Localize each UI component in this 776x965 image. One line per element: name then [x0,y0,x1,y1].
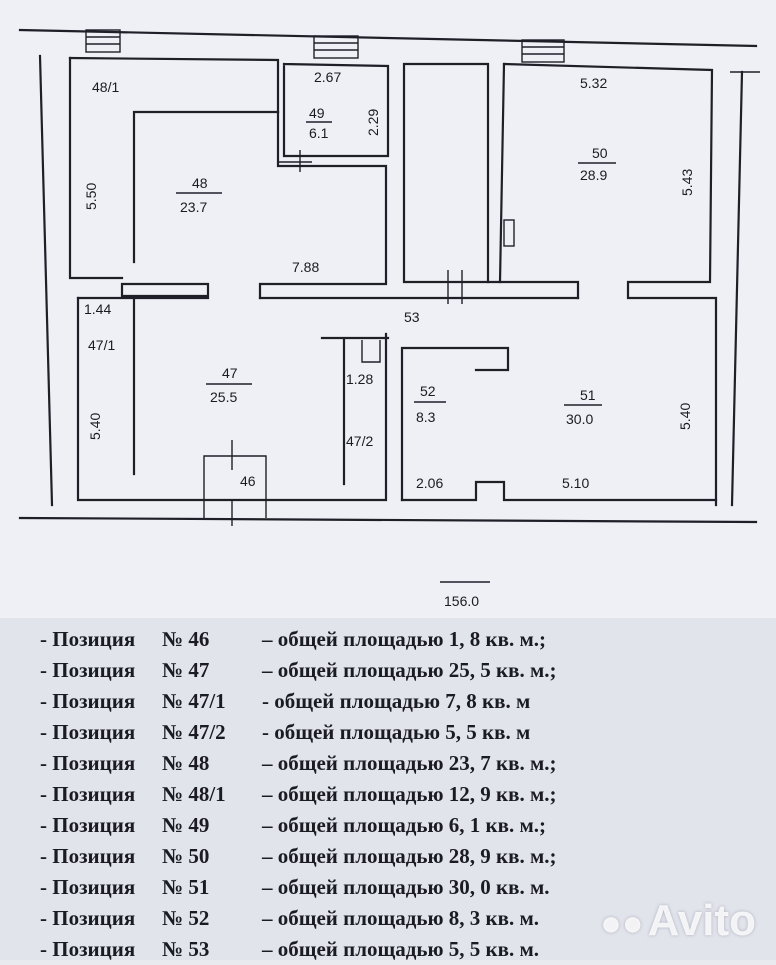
legend-area-text: – общей площадью 5, 5 кв. м. [262,937,540,961]
legend-area-text: – общей площадью 12, 9 кв. м.; [262,782,557,806]
label-51-area: 30.0 [566,411,593,427]
label-total-area: 156.0 [444,593,479,609]
legend-list: - Позиция № 46 – общей площадью 1, 8 кв. м… [0,618,776,965]
label-51-height: 5.40 [677,403,693,430]
label-48-width: 7.88 [292,259,319,275]
label-48-1: 48/1 [92,79,119,95]
room-50 [498,62,718,507]
legend-area-text: - общей площадью 7, 8 кв. м [262,689,531,713]
legend-area-text: – общей площадью 25, 5 кв. м.; [262,658,557,682]
legend-area-text: – общей площадью 6, 1 кв. м.; [262,813,547,837]
legend-room-number: № 52 [162,906,210,930]
label-48-height: 5.50 [83,183,99,210]
legend-room-number: № 50 [162,844,210,868]
label-50-height: 5.43 [679,169,695,196]
label-52-number: 52 [420,383,436,399]
legend-position-label: - Позиция [40,658,136,682]
legend-area-text: – общей площадью 8, 3 кв. м. [262,906,540,930]
label-51-width: 5.10 [562,475,589,491]
legend-area-text: – общей площадью 28, 9 кв. м.; [262,844,557,868]
label-49-number: 49 [309,105,325,121]
room-47 [76,296,388,526]
corridor-53 [258,62,580,304]
legend-row: - Позиция № 52 – общей площадью 8, 3 кв. м… [0,903,776,934]
legend-position-label: - Позиция [40,937,136,961]
legend-position-label: - Позиция [40,906,136,930]
room-49 [276,62,390,284]
legend-row: - Позиция № 46 – общей площадью 1, 8 кв. м… [0,624,776,655]
legend-room-number: № 53 [162,937,210,961]
legend-row: - Позиция № 47/1 - общей площадью 7, 8 кв.… [0,686,776,717]
label-52-width: 2.06 [416,475,443,491]
room-47-2 [320,336,390,486]
label-53: 53 [404,309,420,325]
label-49-width: 2.67 [314,69,341,85]
legend-room-number: № 51 [162,875,210,899]
legend-position-label: - Позиция [40,720,136,744]
label-48-area: 23.7 [180,199,207,215]
label-47-height: 5.40 [87,413,103,440]
legend-row: - Позиция № 48/1 – общей площадью 12, 9 кв… [0,779,776,810]
label-47-2: 47/2 [346,433,373,449]
legend-room-number: № 46 [162,627,210,651]
avito-watermark-text: Avito [647,896,756,945]
floor-plan-drawing: 48/1 2.67 49 6.1 2.29 48 23.7 5.50 7.88 … [18,28,760,609]
legend-row: - Позиция № 50 – общей площадью 28, 9 кв. … [0,841,776,872]
label-51-number: 51 [580,387,596,403]
label-47-1-width: 1.44 [84,301,111,317]
avito-watermark: ●●Avito [600,896,756,946]
label-50-width: 5.32 [580,75,607,91]
room-51-52 [400,346,718,502]
label-49-height: 2.29 [365,109,381,136]
label-47-1: 47/1 [88,337,115,353]
legend-room-number: № 48 [162,751,210,775]
legend-row: - Позиция № 53 – общей площадью 5, 5 кв. м… [0,934,776,965]
legend-area-text: - общей площадью 5, 5 кв. м [262,720,531,744]
legend: - Позиция № 46 – общей площадью 1, 8 кв. м… [0,618,776,961]
outer-walls [18,28,760,524]
label-49-area: 6.1 [309,125,329,141]
legend-row: - Позиция № 49 – общей площадью 6, 1 кв. м… [0,810,776,841]
legend-position-label: - Позиция [40,689,136,713]
legend-room-number: № 48/1 [162,782,226,806]
label-47-2-width: 1.28 [346,371,373,387]
legend-position-label: - Позиция [40,782,136,806]
legend-row: - Позиция № 48 – общей площадью 23, 7 кв. … [0,748,776,779]
legend-room-number: № 47/2 [162,720,226,744]
label-50-number: 50 [592,145,608,161]
label-46: 46 [240,473,256,489]
legend-position-label: - Позиция [40,813,136,837]
room-48 [68,56,280,298]
label-50-area: 28.9 [580,167,607,183]
legend-room-number: № 47/1 [162,689,226,713]
legend-row: - Позиция № 47/2 - общей площадью 5, 5 кв.… [0,717,776,748]
windows [85,29,565,63]
label-52-area: 8.3 [416,409,436,425]
legend-area-text: – общей площадью 23, 7 кв. м.; [262,751,557,775]
legend-position-label: - Позиция [40,751,136,775]
legend-row: - Позиция № 51 – общей площадью 30, 0 кв. … [0,872,776,903]
legend-room-number: № 49 [162,813,210,837]
label-48-number: 48 [192,175,208,191]
legend-room-number: № 47 [162,658,210,682]
legend-position-label: - Позиция [40,627,136,651]
legend-position-label: - Позиция [40,844,136,868]
legend-area-text: – общей площадью 1, 8 кв. м.; [262,627,547,651]
floor-plan: 48/1 2.67 49 6.1 2.29 48 23.7 5.50 7.88 … [18,28,760,609]
label-47-number: 47 [222,365,238,381]
avito-logo-icon: ●● [600,902,644,943]
label-47-area: 25.5 [210,389,237,405]
legend-row: - Позиция № 47 – общей площадью 25, 5 кв. … [0,655,776,686]
legend-position-label: - Позиция [40,875,136,899]
legend-area-text: – общей площадью 30, 0 кв. м. [262,875,550,899]
